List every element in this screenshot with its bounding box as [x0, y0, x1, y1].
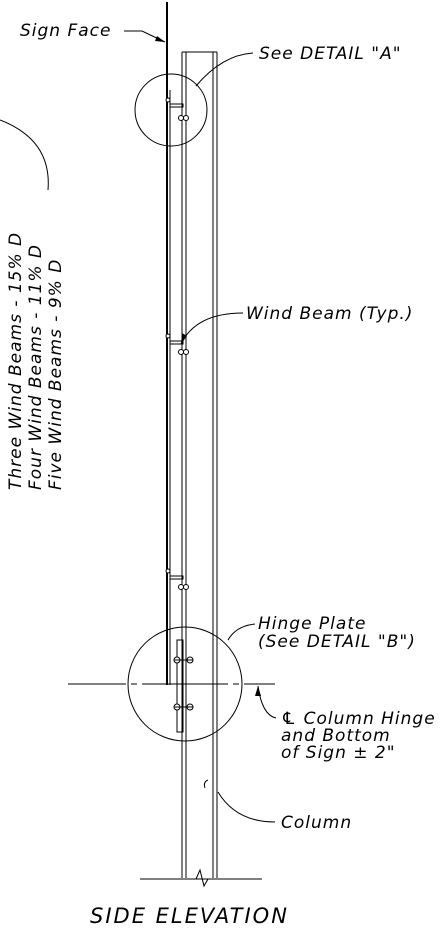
- beam-notes-bracket: [0, 119, 49, 191]
- detail-b-circle: [127, 626, 243, 742]
- wind-beam-middle: [165, 333, 189, 355]
- label-hinge-plate-1: Hinge Plate: [258, 614, 366, 634]
- label-hinge-plate-2: (See DETAIL "B"): [258, 632, 416, 652]
- drawing-title: SIDE ELEVATION: [90, 904, 289, 928]
- hinge-plate-leader: [227, 623, 256, 641]
- label-detail-a: See DETAIL "A": [259, 44, 402, 64]
- column-leader: [217, 791, 276, 823]
- ground-line: [140, 868, 262, 888]
- label-wind-beam: Wind Beam (Typ.): [246, 304, 413, 324]
- hinge-plate: [173, 639, 194, 733]
- label-column-hinge-2: and Bottom: [281, 726, 391, 746]
- wind-beam-leader: [180, 312, 244, 345]
- beam-note-four: Four Wind Beams - 11% D: [26, 244, 46, 490]
- label-sign-face: Sign Face: [20, 21, 112, 41]
- wind-beam-lower: [165, 568, 189, 590]
- label-column: Column: [281, 813, 352, 833]
- detail-a-leader: [195, 52, 254, 87]
- beam-note-five: Five Wind Beams - 9% D: [46, 259, 66, 490]
- label-column-hinge-3: of Sign ± 2": [281, 743, 396, 763]
- beam-note-three: Three Wind Beams - 15% D: [6, 232, 26, 490]
- column-hinge-leader: [257, 685, 277, 719]
- column: [181, 51, 218, 878]
- label-column-hinge-1: ℄ Column Hinge: [281, 709, 436, 729]
- detail-a-circle: [134, 73, 208, 147]
- wind-beam-top: [165, 97, 189, 121]
